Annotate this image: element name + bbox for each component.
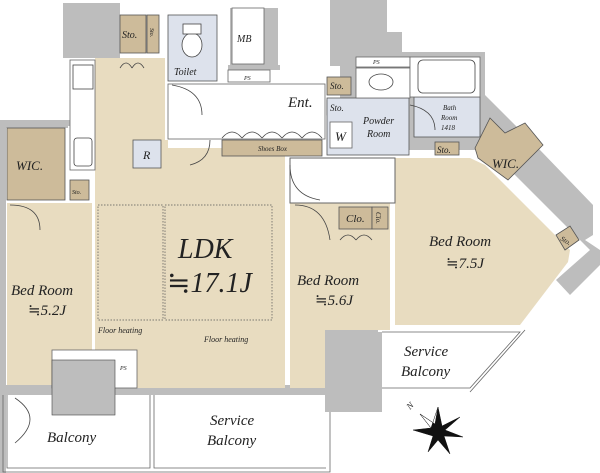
mb-space — [231, 7, 265, 65]
sto-bath — [434, 141, 460, 156]
sto-label-entrance-1: Sto. — [330, 81, 344, 91]
sto-label-kitchen-small: Sto. — [148, 28, 154, 37]
sto-entrance-1 — [326, 76, 352, 96]
entrance-area — [167, 83, 326, 140]
service-balcony-east-label-2: Balcony — [401, 364, 450, 380]
sto-label-entrance-2: Sto. — [330, 103, 344, 113]
wic-east — [474, 117, 544, 181]
ps-label-toilet: PS — [243, 76, 251, 82]
service-balcony-east-label-1: Service — [404, 344, 448, 360]
vanity — [355, 67, 411, 99]
column-center — [325, 358, 382, 412]
ps-powder — [355, 56, 411, 68]
toilet-bowl — [181, 32, 203, 58]
bed-east-label: Bed Room — [429, 234, 491, 250]
powder-room-label-2: Room — [366, 129, 390, 140]
shoes-box-label: Shoes Box — [258, 145, 288, 153]
ps-label-powder: PS — [372, 60, 380, 66]
wic-east-label: WIC. — [492, 156, 519, 171]
wic-west — [6, 127, 66, 201]
toilet-label: Toilet — [174, 67, 197, 78]
service-balcony-south-label-1: Service — [210, 413, 254, 429]
toilet-tank — [182, 23, 202, 35]
sto-kitchen-top-small — [146, 14, 160, 54]
refrigerator-space — [132, 139, 162, 169]
fixtures — [9, 23, 476, 444]
bathtub-area — [409, 56, 481, 98]
powder-room-label-1: Powder — [362, 116, 394, 127]
sto-kitchen-side — [69, 179, 90, 201]
sto-east — [555, 225, 580, 251]
bed-center-label: Bed Room — [297, 273, 359, 289]
ps-label-west: PS — [119, 366, 127, 372]
labels: LDK ≒17.1J Bed Room ≒5.2J Bed Room ≒5.6J… — [11, 28, 572, 449]
bed-west-size: ≒5.2J — [28, 303, 67, 319]
ldk-size: ≒17.1J — [167, 268, 253, 299]
bath-room — [413, 96, 481, 138]
bathtub — [417, 59, 476, 94]
entrance-label: Ent. — [287, 95, 313, 111]
sto-label-kitchen-top: Sto. — [122, 30, 137, 41]
service-balcony-south-label-2: Balcony — [207, 433, 256, 449]
bed-west-label: Bed Room — [11, 283, 73, 299]
compass-star-inner-icon — [419, 406, 439, 429]
sto-label-kitchen-side: Sto. — [72, 190, 81, 196]
bed-center-size: ≒5.6J — [315, 293, 354, 309]
washbasin — [368, 73, 394, 91]
compass-rose: N — [404, 399, 464, 455]
sto-kitchen-top — [119, 14, 147, 54]
balconies — [2, 329, 526, 473]
closet-side — [371, 206, 389, 230]
closet-side-label: Clo. — [374, 212, 382, 224]
sto-label-bath: Sto. — [437, 145, 451, 155]
washer-label: W — [335, 129, 347, 144]
wic-west-label: WIC. — [16, 158, 43, 173]
ldk-label: LDK — [177, 234, 234, 265]
bed-east-size: ≒7.5J — [446, 256, 485, 272]
bath-room-label-3: 1418 — [441, 124, 456, 132]
bed-east-floor — [395, 158, 570, 325]
bath-room-label-2: Room — [440, 114, 457, 122]
mb-label: MB — [236, 34, 251, 45]
bath-room-label-1: Bath — [443, 104, 457, 112]
column-west — [51, 359, 116, 416]
storage-areas — [6, 14, 580, 251]
washer-box — [329, 121, 353, 149]
balcony-label: Balcony — [47, 430, 96, 446]
compass-north-label: N — [404, 399, 417, 412]
closet-label: Clo. — [346, 213, 365, 225]
hallway-floor — [289, 157, 396, 204]
floor-heating-label-2: Floor heating — [203, 335, 248, 344]
floor-heating-label-1: Floor heating — [97, 326, 142, 335]
door-arcs — [9, 62, 436, 444]
stove — [72, 64, 94, 90]
shoes-box — [221, 139, 323, 157]
white-areas — [51, 7, 481, 389]
ps-toilet — [227, 69, 271, 83]
refrigerator-label: R — [142, 148, 151, 162]
bed-center-floor — [290, 203, 390, 388]
kitchen-sink — [73, 137, 93, 167]
